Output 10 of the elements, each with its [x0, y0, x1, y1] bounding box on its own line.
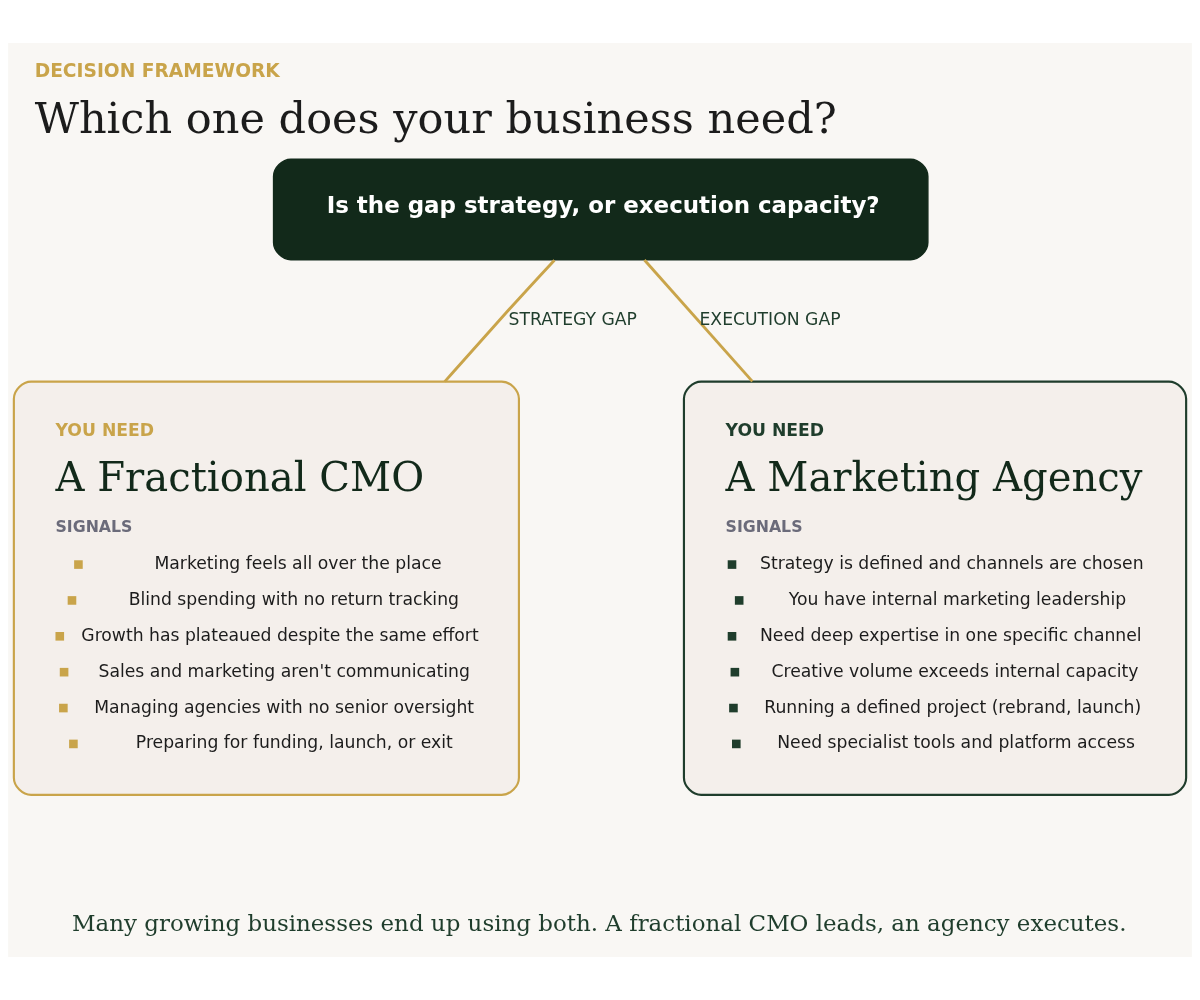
- node-box: Is the gap strategy, or execution capacity?: [272, 158, 929, 261]
- label: DECISION FRAMEWORK: [34, 60, 280, 82]
- node-box: YOU NEED A Marketing Agency SIGNALS Strategy is defined and channels are chosen You have internal marketing leadership Need deep expertise in one specific channel Creative volume exceeds internal capacity Running a defined project (rebrand, launch) Need specialist tools and platform access: [682, 380, 1188, 796]
- connector: [643, 259, 754, 383]
- node-box: YOU NEED A Fractional CMO SIGNALS Marketing feels all over the place Blind spending with no return tracking Growth has plateaued despite the same effort Sales and marketing aren't communicating Managing agencies with no senior oversight Preparing for funding, launch, or exit: [12, 380, 520, 796]
- caption: Many growing businesses end up using both. A fractional CMO leads, an agency executes.: [72, 909, 1127, 936]
- edge-label: EXECUTION GAP: [699, 309, 841, 330]
- connector: [443, 259, 556, 383]
- diagram-title: Which one does your business need?: [34, 92, 837, 143]
- edge-label: STRATEGY GAP: [508, 309, 637, 330]
